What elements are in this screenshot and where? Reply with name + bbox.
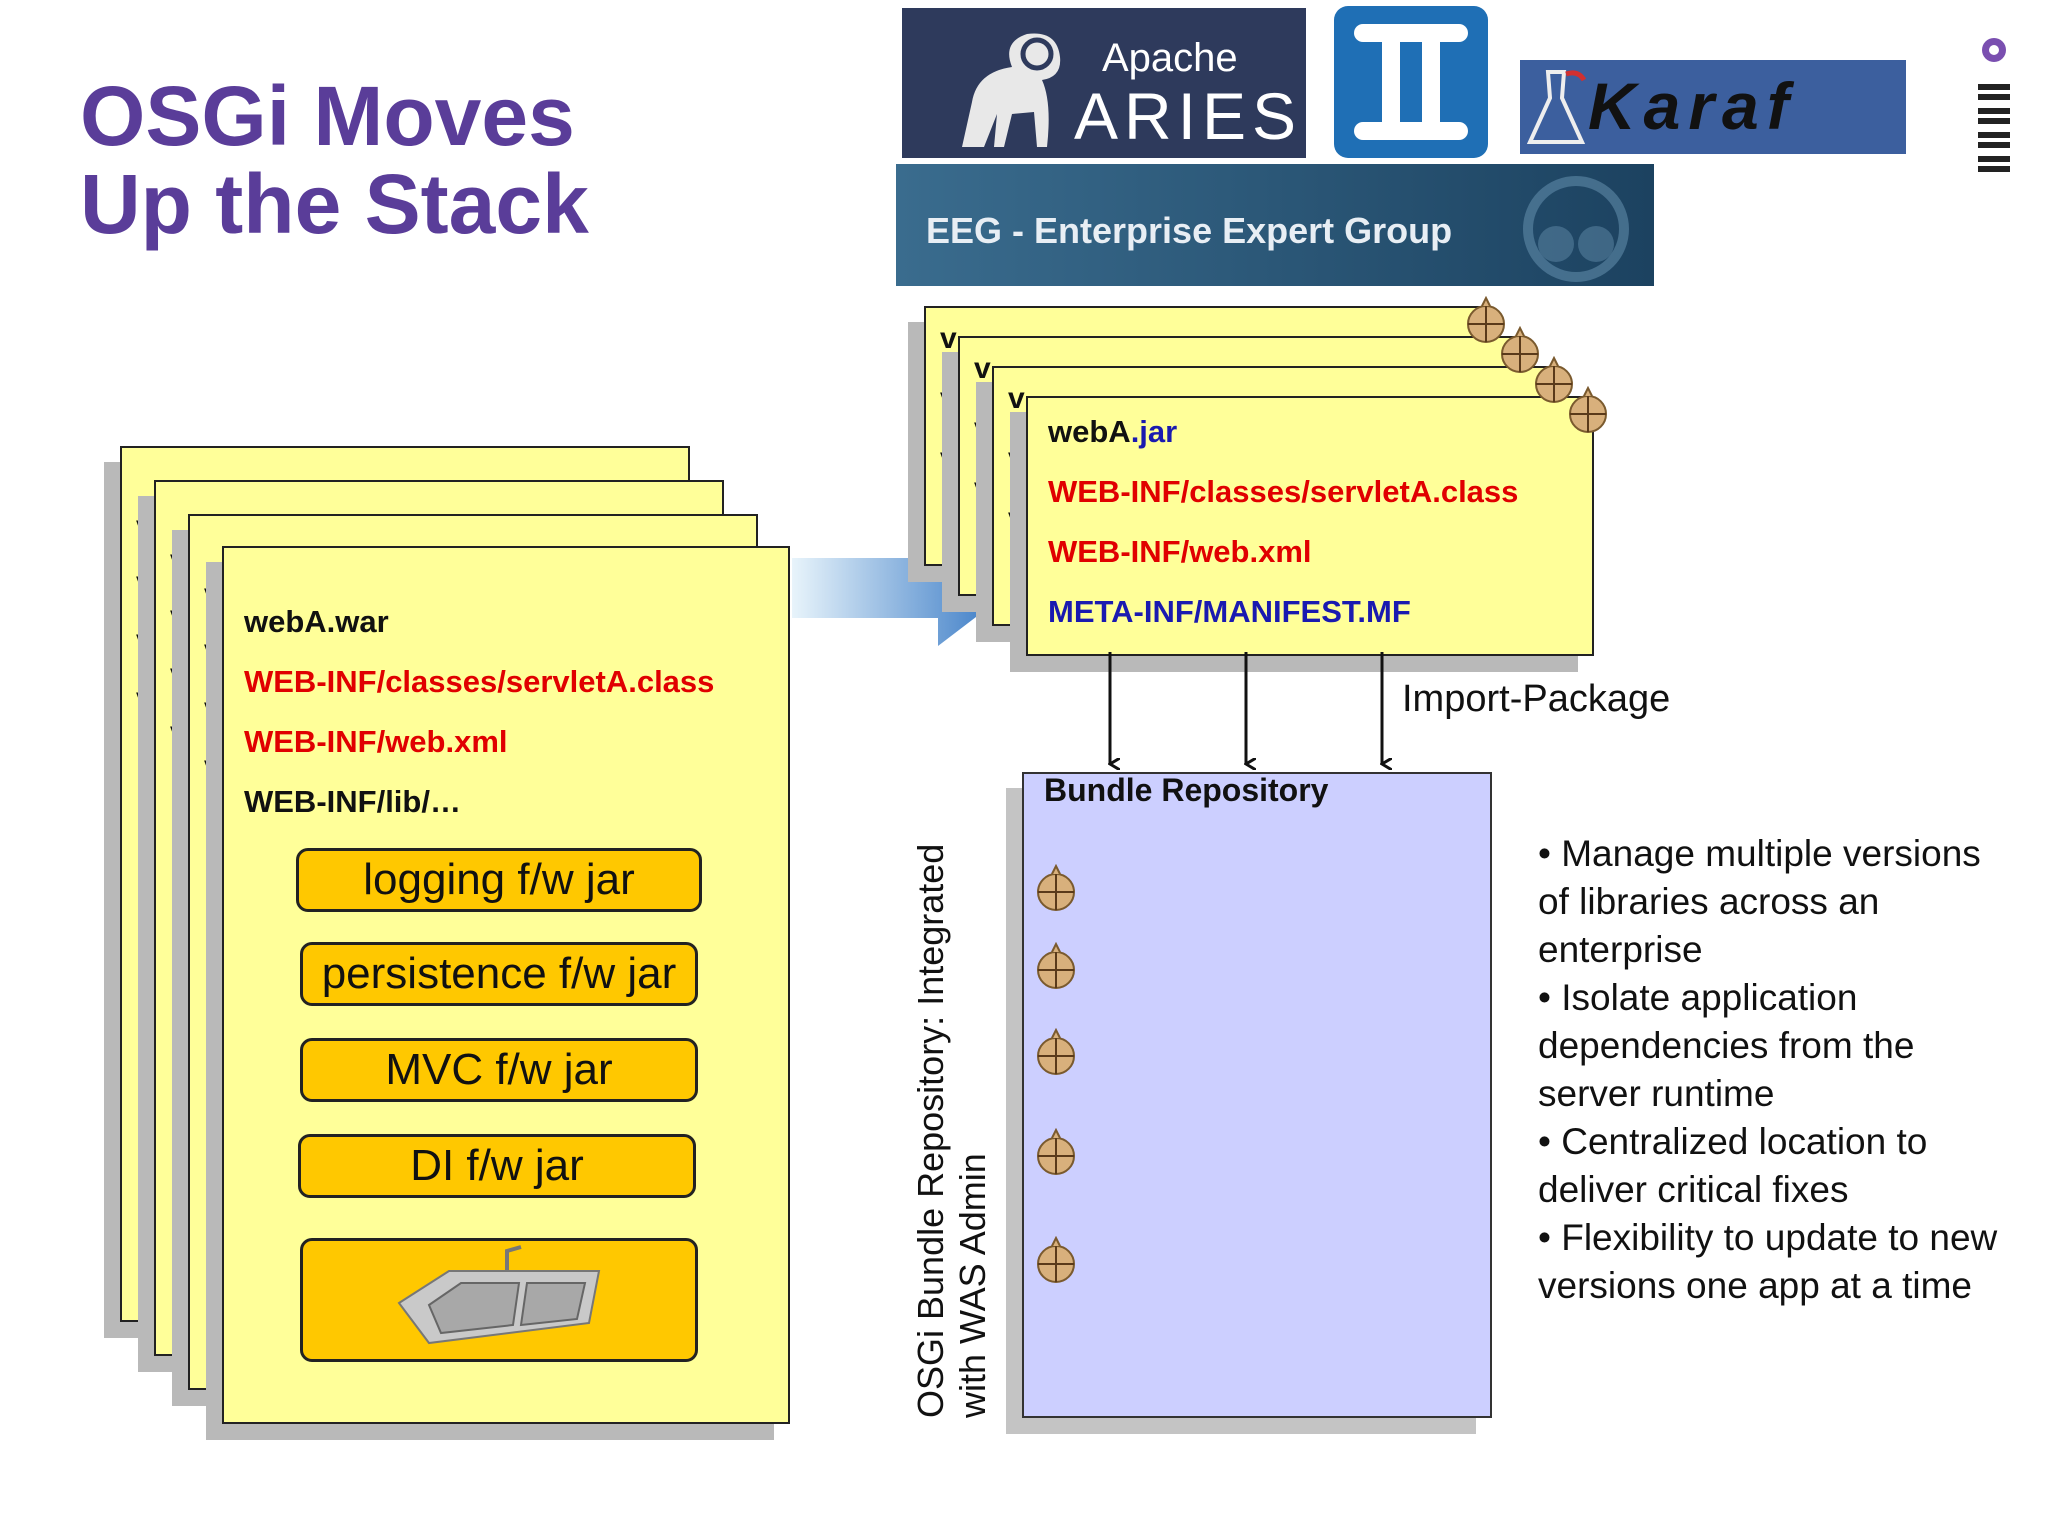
war-card: webA.war WEB-INF/classes/servletA.class … (222, 546, 790, 1424)
bundle-icon (1037, 1028, 1075, 1075)
bundle-icon (1569, 386, 1607, 433)
bundle-icon (1501, 326, 1539, 373)
jar-card: webA.jar WEB-INF/classes/servletA.class … (1026, 396, 1594, 656)
benefits-list: • Manage multiple versions of libraries … (1538, 830, 2018, 1310)
kitchen-sink-box (300, 1238, 698, 1362)
bundle-repository (1022, 772, 1492, 1418)
jar-filename: webA.jar (1048, 414, 1177, 450)
repository-side-label: OSGi Bundle Repository: Integrated with … (910, 718, 994, 1418)
logging-jar: logging f/w jar (296, 848, 702, 912)
eeg-logo: EEG - Enterprise Expert Group (896, 164, 1654, 286)
bundle-icon (1037, 864, 1075, 911)
bundle-icon (1467, 296, 1505, 343)
benefit-item: • Flexibility to update to new versions … (1538, 1217, 1998, 1306)
kitchen-sink-icon (397, 1245, 601, 1345)
repository-side-label-line1: OSGi Bundle Repository: Integrated (910, 843, 951, 1418)
repository-side-label-line2: with WAS Admin (952, 1153, 993, 1418)
jar-entry-webxml: WEB-INF/web.xml (1048, 534, 1312, 569)
eeg-logo-text: EEG - Enterprise Expert Group (926, 210, 1453, 251)
page-title: OSGi Moves Up the Stack (80, 69, 589, 251)
benefit-item: • Manage multiple versions of libraries … (1538, 833, 1981, 970)
jar-entry-classes: WEB-INF/classes/servletA.class (1048, 474, 1519, 509)
ibm-logo (1968, 28, 2020, 188)
war-entry-lib: WEB-INF/lib/… (244, 784, 461, 819)
mvc-jar: MVC f/w jar (300, 1038, 698, 1102)
benefit-item: • Centralized location to deliver critic… (1538, 1121, 1928, 1210)
bundle-icon (1535, 356, 1573, 403)
bundle-icon (1037, 1128, 1075, 1175)
karaf-logo: Karaf (1520, 60, 1906, 154)
apache-aries-logo: Apache ARIES (902, 8, 1306, 158)
import-package-label: Import-Package (1402, 678, 1671, 720)
war-entry-webxml: WEB-INF/web.xml (244, 724, 508, 759)
benefit-item: • Isolate application dependencies from … (1538, 977, 1915, 1114)
import-arrows (1090, 652, 1410, 772)
bundle-icon (1037, 1236, 1075, 1283)
di-jar: DI f/w jar (298, 1134, 696, 1198)
karaf-logo-text: Karaf (1588, 69, 1797, 143)
aries-logo-line1: Apache (1102, 36, 1238, 80)
persistence-jar: persistence f/w jar (300, 942, 698, 1006)
bundle-icon (1037, 942, 1075, 989)
bundle-repository-title: Bundle Repository (1044, 772, 1329, 808)
jar-filename-prefix: webA (1048, 414, 1131, 449)
war-entry-classes: WEB-INF/classes/servletA.class (244, 664, 715, 699)
jar-filename-suffix: .jar (1130, 414, 1178, 449)
double-i-logo (1334, 6, 1488, 158)
jar-entry-manifest: META-INF/MANIFEST.MF (1048, 594, 1411, 629)
war-filename: webA.war (244, 604, 389, 639)
aries-logo-line2: ARIES (1074, 79, 1303, 153)
